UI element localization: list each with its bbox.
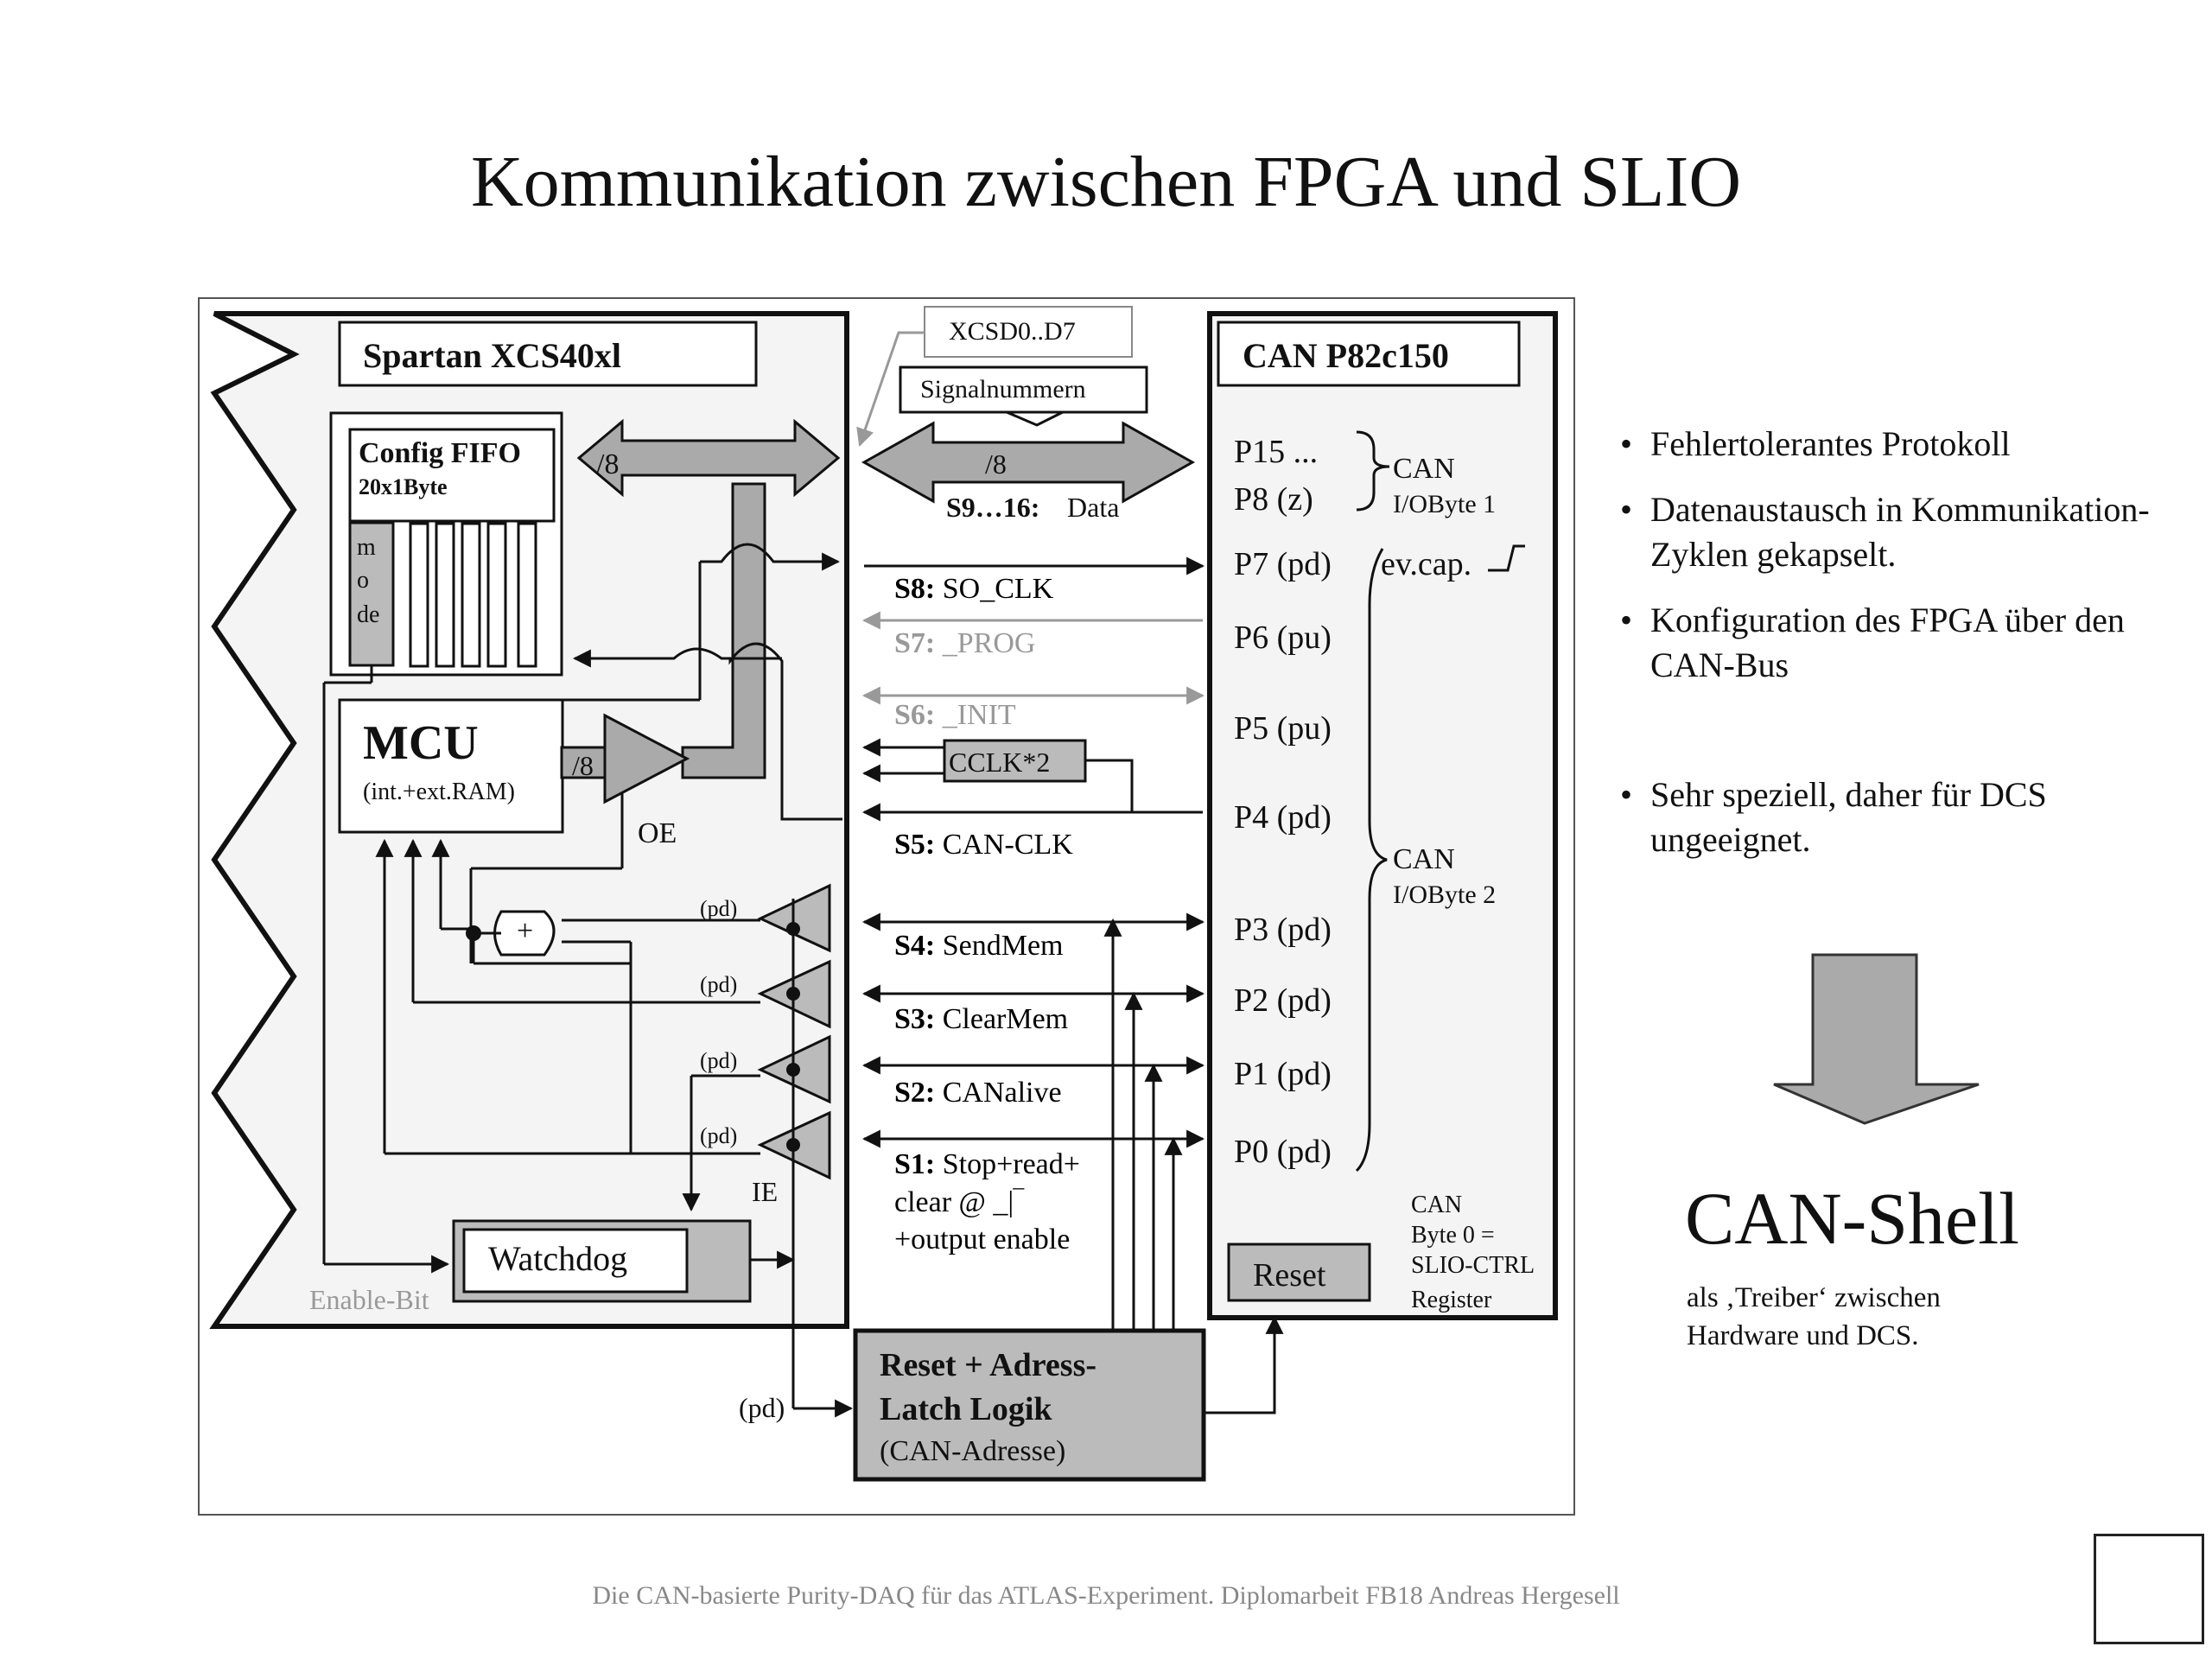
or-gate <box>493 910 556 957</box>
fifo-title: Config FIFO <box>359 437 521 469</box>
can-shell-subtitle: als ‚Treiber‘ zwischen Hardware und DCS. <box>1687 1282 1941 1351</box>
svg-text:(pd): (pd) <box>700 1123 737 1148</box>
bullet-item: Konfiguration des FPGA über den CAN-Bus <box>1620 598 2173 688</box>
svg-text:S4: SendMem: S4: SendMem <box>894 930 1064 962</box>
svg-text:clear @ _|‾: clear @ _|‾ <box>894 1186 1025 1218</box>
svg-text:CAN: CAN <box>1393 843 1455 875</box>
can-title: CAN P82c150 <box>1243 336 1449 375</box>
svg-text:P7 (pd): P7 (pd) <box>1234 546 1332 582</box>
fpga-title: Spartan XCS40xl <box>363 336 621 375</box>
watchdog-label: Watchdog <box>488 1239 627 1278</box>
svg-text:S6: _INIT: S6: _INIT <box>894 699 1016 731</box>
enable-bit-label: Enable-Bit <box>309 1284 429 1315</box>
can-shell-title: CAN-Shell <box>1685 1177 2019 1260</box>
bullet-list: Fehlertolerantes Protokoll Datenaustausc… <box>1620 422 2173 883</box>
svg-text:SLIO-CTRL: SLIO-CTRL <box>1411 1252 1535 1279</box>
bullet-item: Datenaustausch in Kommunikation-Zyklen g… <box>1620 487 2173 577</box>
svg-text:CAN: CAN <box>1393 453 1455 485</box>
svg-text:(pd): (pd) <box>700 896 737 921</box>
mcu-title: MCU <box>363 716 479 770</box>
svg-text:P4 (pd): P4 (pd) <box>1234 799 1332 836</box>
mcu-box <box>338 698 564 834</box>
svg-text:de: de <box>357 601 379 628</box>
svg-text:CAN: CAN <box>1411 1192 1462 1218</box>
svg-text:o: o <box>357 567 369 594</box>
svg-text:(CAN-Adresse): (CAN-Adresse) <box>880 1435 1065 1467</box>
svg-text:S2: CANalive: S2: CANalive <box>894 1077 1062 1109</box>
svg-text:I/OByte 1: I/OByte 1 <box>1393 490 1496 518</box>
signal-labels: S8: SO_CLK S7: _PROG S6: _INIT S5: CAN-C… <box>894 573 1080 1255</box>
svg-text:P2 (pd): P2 (pd) <box>1234 982 1332 1019</box>
svg-text:(pd): (pd) <box>700 972 737 997</box>
svg-text:+: + <box>517 915 533 947</box>
svg-text:/8: /8 <box>985 448 1007 480</box>
svg-text:P3 (pd): P3 (pd) <box>1234 912 1332 948</box>
svg-text:(pd): (pd) <box>700 1048 737 1073</box>
svg-text:Byte 0 =: Byte 0 = <box>1411 1222 1495 1249</box>
svg-text:P0 (pd): P0 (pd) <box>1234 1134 1332 1170</box>
svg-text:P1 (pd): P1 (pd) <box>1234 1056 1332 1092</box>
svg-text:P5 (pu): P5 (pu) <box>1234 710 1332 747</box>
slide-title: Kommunikation zwischen FPGA und SLIO <box>471 142 1741 222</box>
page-number-box <box>2094 1534 2204 1644</box>
bullet-item: Sehr speziell, daher für DCS ungeeignet. <box>1620 772 2173 862</box>
svg-text:IE: IE <box>752 1176 778 1207</box>
svg-text:S5: CAN-CLK: S5: CAN-CLK <box>894 829 1073 861</box>
svg-text:OE: OE <box>638 817 677 849</box>
svg-text:P15 ...: P15 ... <box>1234 434 1318 470</box>
output-buffer <box>603 713 690 804</box>
svg-text:S7: _PROG: S7: _PROG <box>894 627 1035 659</box>
svg-text:P8 (z): P8 (z) <box>1234 481 1313 518</box>
xcsd-label: XCSD0..D7 <box>949 317 1076 346</box>
fpga-internal-bus <box>576 418 841 498</box>
down-arrow <box>1773 953 1980 1125</box>
svg-text:(pd): (pd) <box>739 1392 785 1423</box>
signalnummern-label: Signalnummern <box>920 375 1086 404</box>
data-bus-arrow <box>861 421 1196 504</box>
svg-text:ev.cap.: ev.cap. <box>1381 546 1471 582</box>
svg-text:Register: Register <box>1411 1287 1492 1313</box>
svg-text:S3: ClearMem: S3: ClearMem <box>894 1003 1068 1035</box>
fifo-cells <box>409 522 537 668</box>
svg-text:I/OByte 2: I/OByte 2 <box>1393 880 1496 909</box>
data-bus-number: S9…16: <box>946 492 1039 523</box>
svg-text:m: m <box>357 534 376 561</box>
data-bus-label: Data <box>1067 492 1119 523</box>
svg-text:Reset: Reset <box>1253 1257 1326 1294</box>
svg-text:/8: /8 <box>596 448 619 480</box>
svg-text:Latch Logik: Latch Logik <box>880 1391 1052 1427</box>
svg-text:P6 (pu): P6 (pu) <box>1234 620 1332 656</box>
can-block <box>1207 311 1558 1320</box>
can-pins: P15 ... P8 (z) P7 (pd) P6 (pu) P5 (pu) P… <box>1234 434 1332 1170</box>
fifo-size: 20x1Byte <box>359 474 448 499</box>
svg-text:S8: SO_CLK: S8: SO_CLK <box>894 573 1054 605</box>
mcu-subtitle: (int.+ext.RAM) <box>363 779 515 805</box>
svg-text:CCLK*2: CCLK*2 <box>949 747 1050 778</box>
svg-text:Reset + Adress-: Reset + Adress- <box>880 1347 1096 1383</box>
svg-text:S1: Stop+read+: S1: Stop+read+ <box>894 1148 1080 1180</box>
svg-text:/8: /8 <box>572 750 594 781</box>
footer-text: Die CAN-basierte Purity-DAQ für das ATLA… <box>592 1581 1620 1610</box>
svg-text:+output enable: +output enable <box>894 1224 1070 1255</box>
can-reset-box <box>1227 1243 1371 1302</box>
latch-logic-box <box>853 1328 1206 1482</box>
bullet-item: Fehlertolerantes Protokoll <box>1620 422 2173 467</box>
diagram-frame <box>198 297 1575 1516</box>
